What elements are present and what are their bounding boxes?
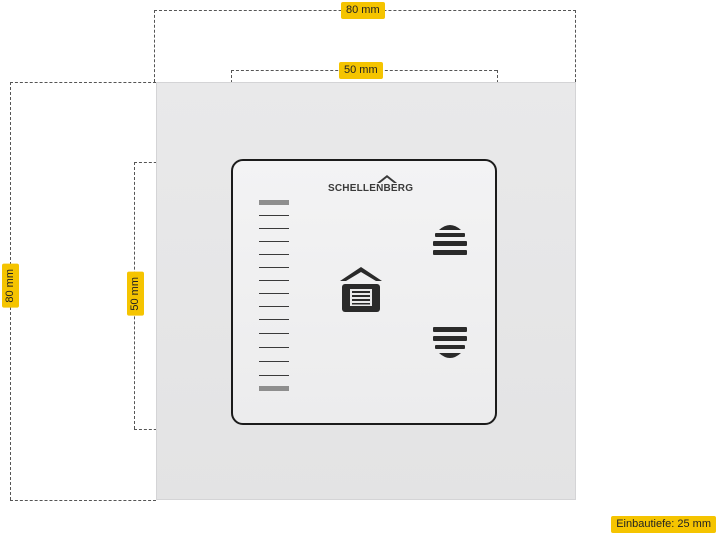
shutter-up-icon bbox=[433, 225, 467, 255]
brand-logo: SCHELLENBERG bbox=[328, 183, 414, 194]
slider-tick bbox=[259, 347, 289, 348]
outer-height-label: 80 mm bbox=[2, 264, 19, 308]
brand-roof-icon bbox=[377, 175, 397, 183]
slider-tick bbox=[259, 361, 289, 362]
slider-tick bbox=[259, 306, 289, 307]
home-shutter-button[interactable] bbox=[339, 267, 383, 313]
outer-height-bottom-ext bbox=[10, 500, 156, 501]
inner-height-label: 50 mm bbox=[127, 272, 144, 316]
outer-width-left-ext bbox=[154, 10, 155, 82]
slider-tick bbox=[259, 280, 289, 281]
slider-tick bbox=[259, 333, 289, 334]
outer-height-top-ext bbox=[10, 82, 156, 83]
outer-width-right-ext bbox=[575, 10, 576, 82]
slider-tick bbox=[259, 241, 289, 242]
slider-bottom-mark bbox=[259, 386, 289, 391]
shutter-down-button[interactable] bbox=[432, 325, 468, 363]
home-shutter-icon bbox=[340, 267, 382, 312]
outer-width-label: 80 mm bbox=[341, 2, 385, 19]
shutter-up-button[interactable] bbox=[432, 222, 468, 260]
slider-top-mark bbox=[259, 200, 289, 205]
slider-tick bbox=[259, 228, 289, 229]
depth-label: Einbautiefe: 25 mm bbox=[611, 516, 716, 533]
slider-tick bbox=[259, 375, 289, 376]
slider-tick bbox=[259, 254, 289, 255]
inner-width-label: 50 mm bbox=[339, 62, 383, 79]
slider-tick bbox=[259, 319, 289, 320]
slider-tick bbox=[259, 293, 289, 294]
slider-tick bbox=[259, 267, 289, 268]
shutter-down-icon bbox=[433, 327, 467, 358]
slider-tick bbox=[259, 215, 289, 216]
